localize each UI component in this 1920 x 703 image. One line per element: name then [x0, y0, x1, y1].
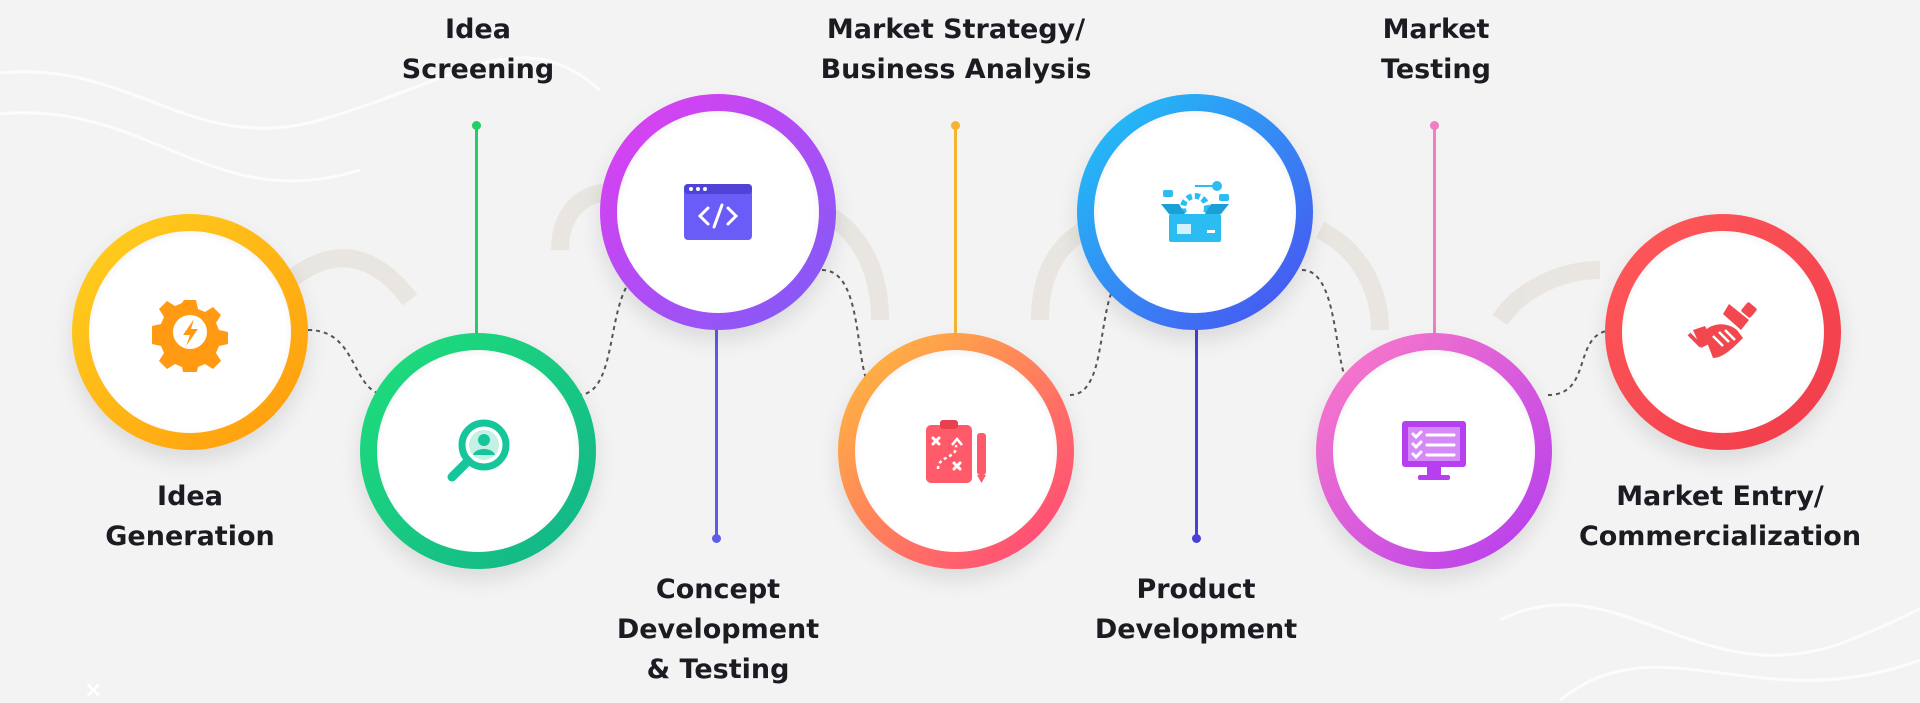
step-circle-inner: [89, 231, 291, 433]
step-circle-inner: [1333, 350, 1535, 552]
monitor-checklist-icon: [1402, 421, 1466, 480]
gear-bolt-icon: [152, 300, 228, 372]
step-circle-inner: [377, 350, 579, 552]
step-label: Market Testing: [1381, 14, 1491, 85]
step-circle-inner: [1094, 111, 1296, 313]
stem-dot: [1430, 121, 1439, 130]
strategy-board-icon: [926, 420, 986, 483]
step-market-entry-circle: [1605, 214, 1841, 450]
step-circle-inner: [855, 350, 1057, 552]
step-label: Concept Development & Testing: [616, 574, 820, 685]
corner-close-mark: ×: [84, 678, 103, 703]
step-idea-generation-circle: [72, 214, 308, 450]
step-market-strategy-circle: [838, 333, 1074, 569]
stem-market-strategy: [954, 125, 957, 345]
stem-market-testing: [1433, 125, 1436, 340]
step-label: Idea Screening: [401, 14, 555, 85]
step-circle-inner: [1622, 231, 1824, 433]
stem-dot: [951, 121, 960, 130]
step-label: Idea Generation: [105, 481, 275, 552]
step-product-development-circle: [1077, 94, 1313, 330]
step-idea-screening-circle: [360, 333, 596, 569]
stem-dot: [1192, 534, 1201, 543]
product-box-icon: [1161, 181, 1229, 242]
stem-product-development: [1195, 320, 1198, 538]
step-concept-development-circle: [600, 94, 836, 330]
stem-dot: [472, 121, 481, 130]
stem-idea-screening: [475, 125, 478, 335]
magnifier-user-icon: [447, 419, 510, 482]
step-label: Market Entry/ Commercialization: [1578, 481, 1862, 552]
code-window-icon: [684, 184, 752, 240]
step-label: Product Development: [1094, 574, 1298, 645]
step-circle-inner: [617, 111, 819, 313]
stem-dot: [712, 534, 721, 543]
stem-concept-development: [715, 320, 718, 538]
step-label: Market Strategy/ Business Analysis: [820, 14, 1092, 85]
handshake-icon: [1687, 302, 1757, 358]
step-market-testing-circle: [1316, 333, 1552, 569]
